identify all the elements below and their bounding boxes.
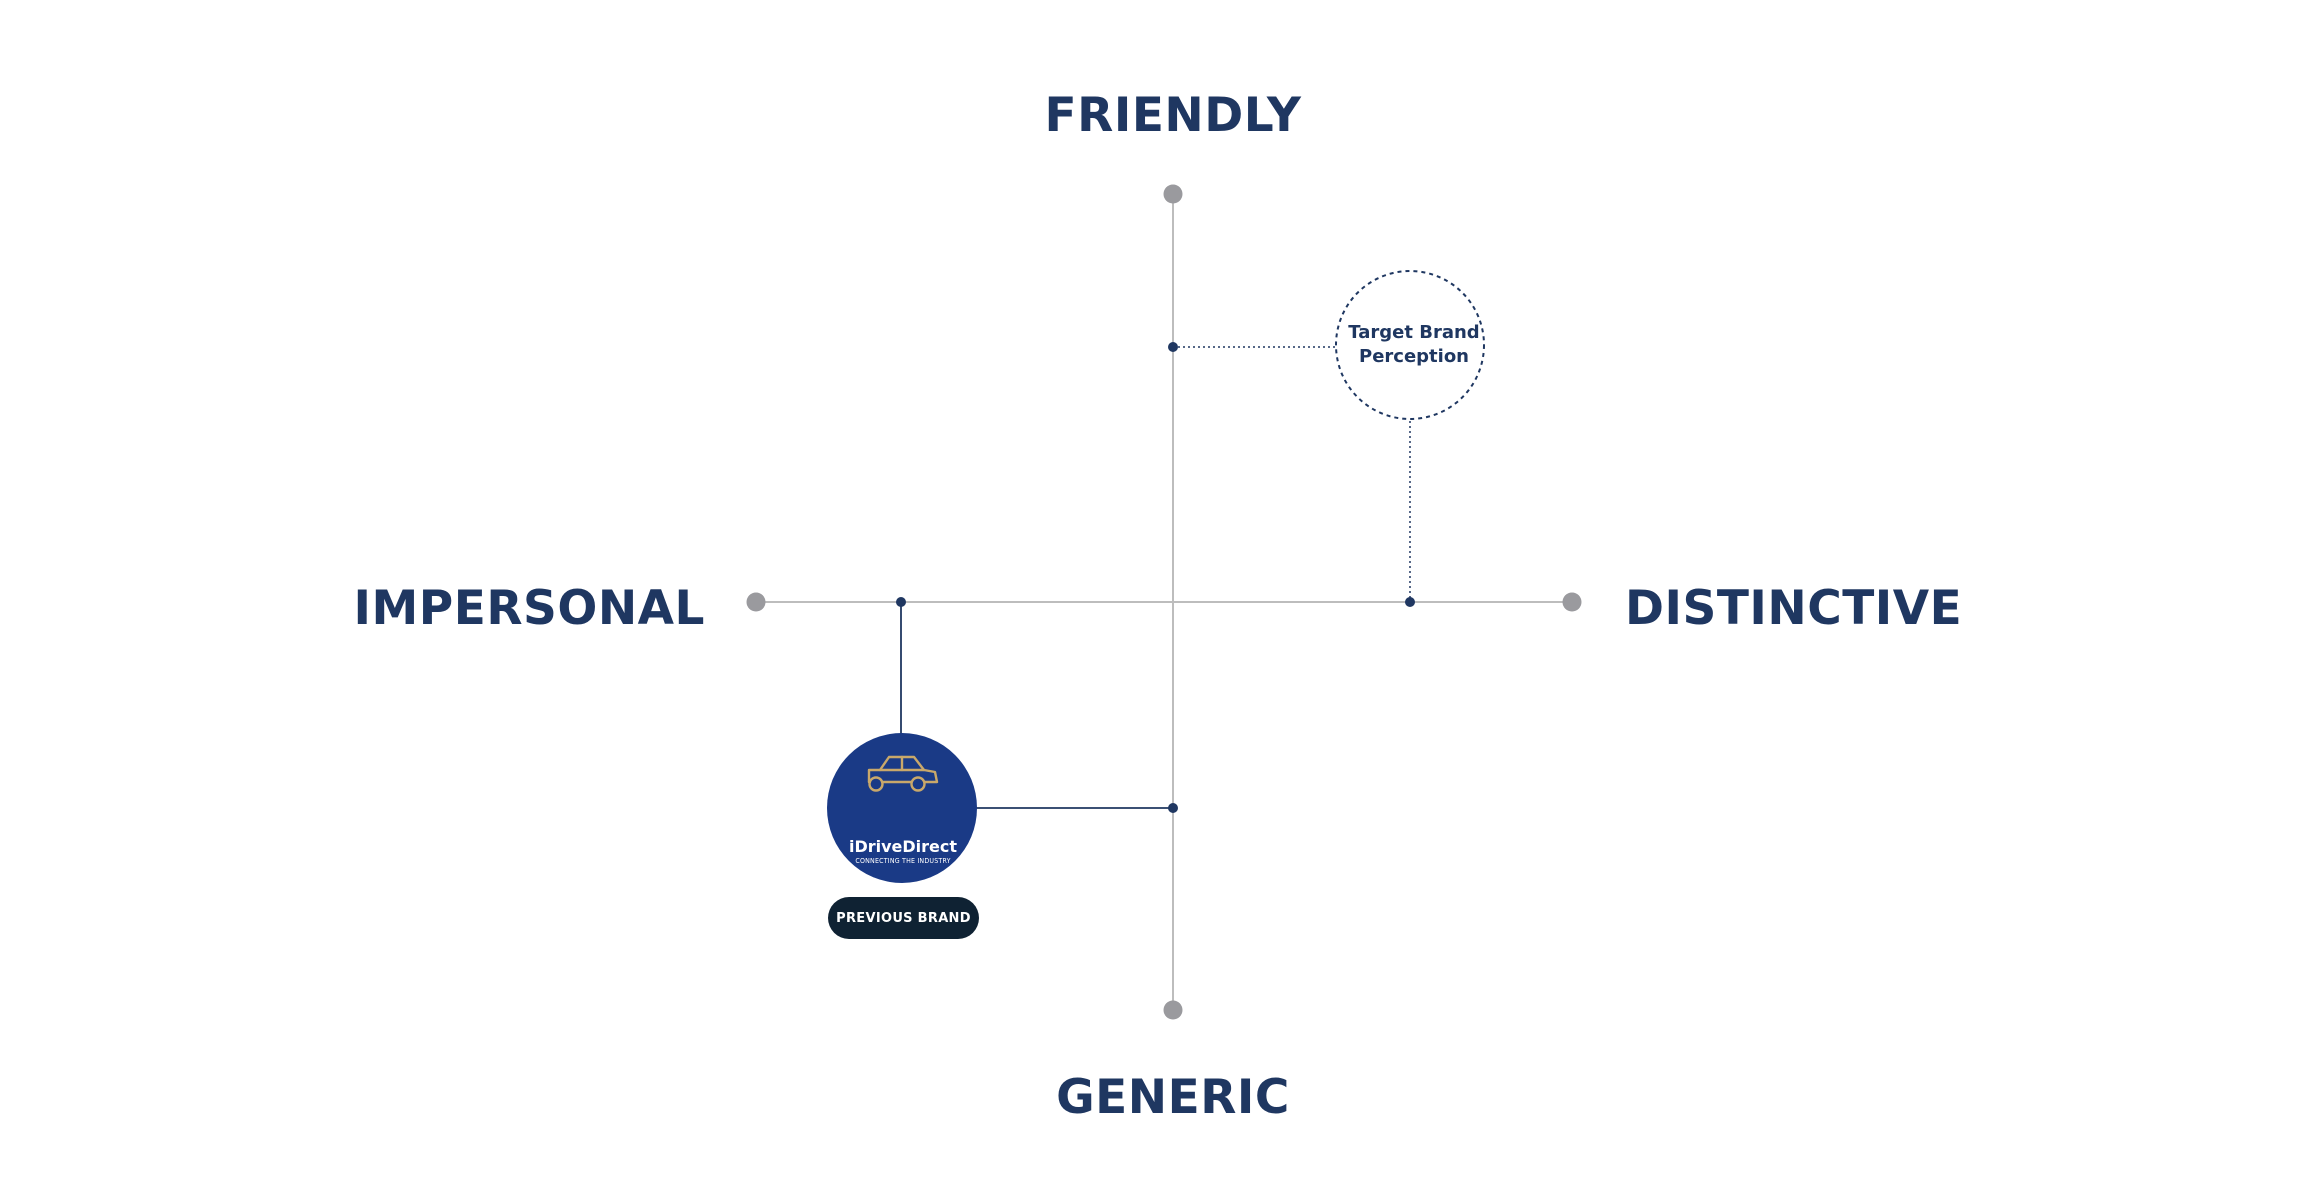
axis-end-left: [746, 592, 766, 612]
axis-end-bottom: [1163, 1000, 1183, 1020]
previous-brand-badge: PREVIOUS BRAND: [828, 897, 979, 939]
previous-marker-vertical: [1168, 803, 1178, 813]
car-icon: [867, 755, 939, 792]
axis-label-impersonal: IMPERSONAL: [353, 581, 705, 636]
brand-logo-tagline: CONNECTING THE INDUSTRY: [855, 857, 951, 865]
axis-label-friendly: FRIENDLY: [1044, 88, 1302, 143]
axis-label-generic: GENERIC: [1056, 1070, 1290, 1125]
brand-logo-name: iDriveDirect: [848, 837, 958, 856]
target-brand-label: Target Brand Perception: [1348, 322, 1480, 367]
axis-label-distinctive: DISTINCTIVE: [1625, 581, 1963, 636]
target-brand-circle: [1335, 270, 1485, 420]
previous-marker-horizontal: [896, 597, 906, 607]
axis-end-right: [1562, 592, 1582, 612]
target-marker-horizontal: [1405, 597, 1415, 607]
target-marker-vertical: [1168, 342, 1178, 352]
previous-brand-circle: [827, 733, 977, 883]
axis-end-top: [1163, 184, 1183, 204]
